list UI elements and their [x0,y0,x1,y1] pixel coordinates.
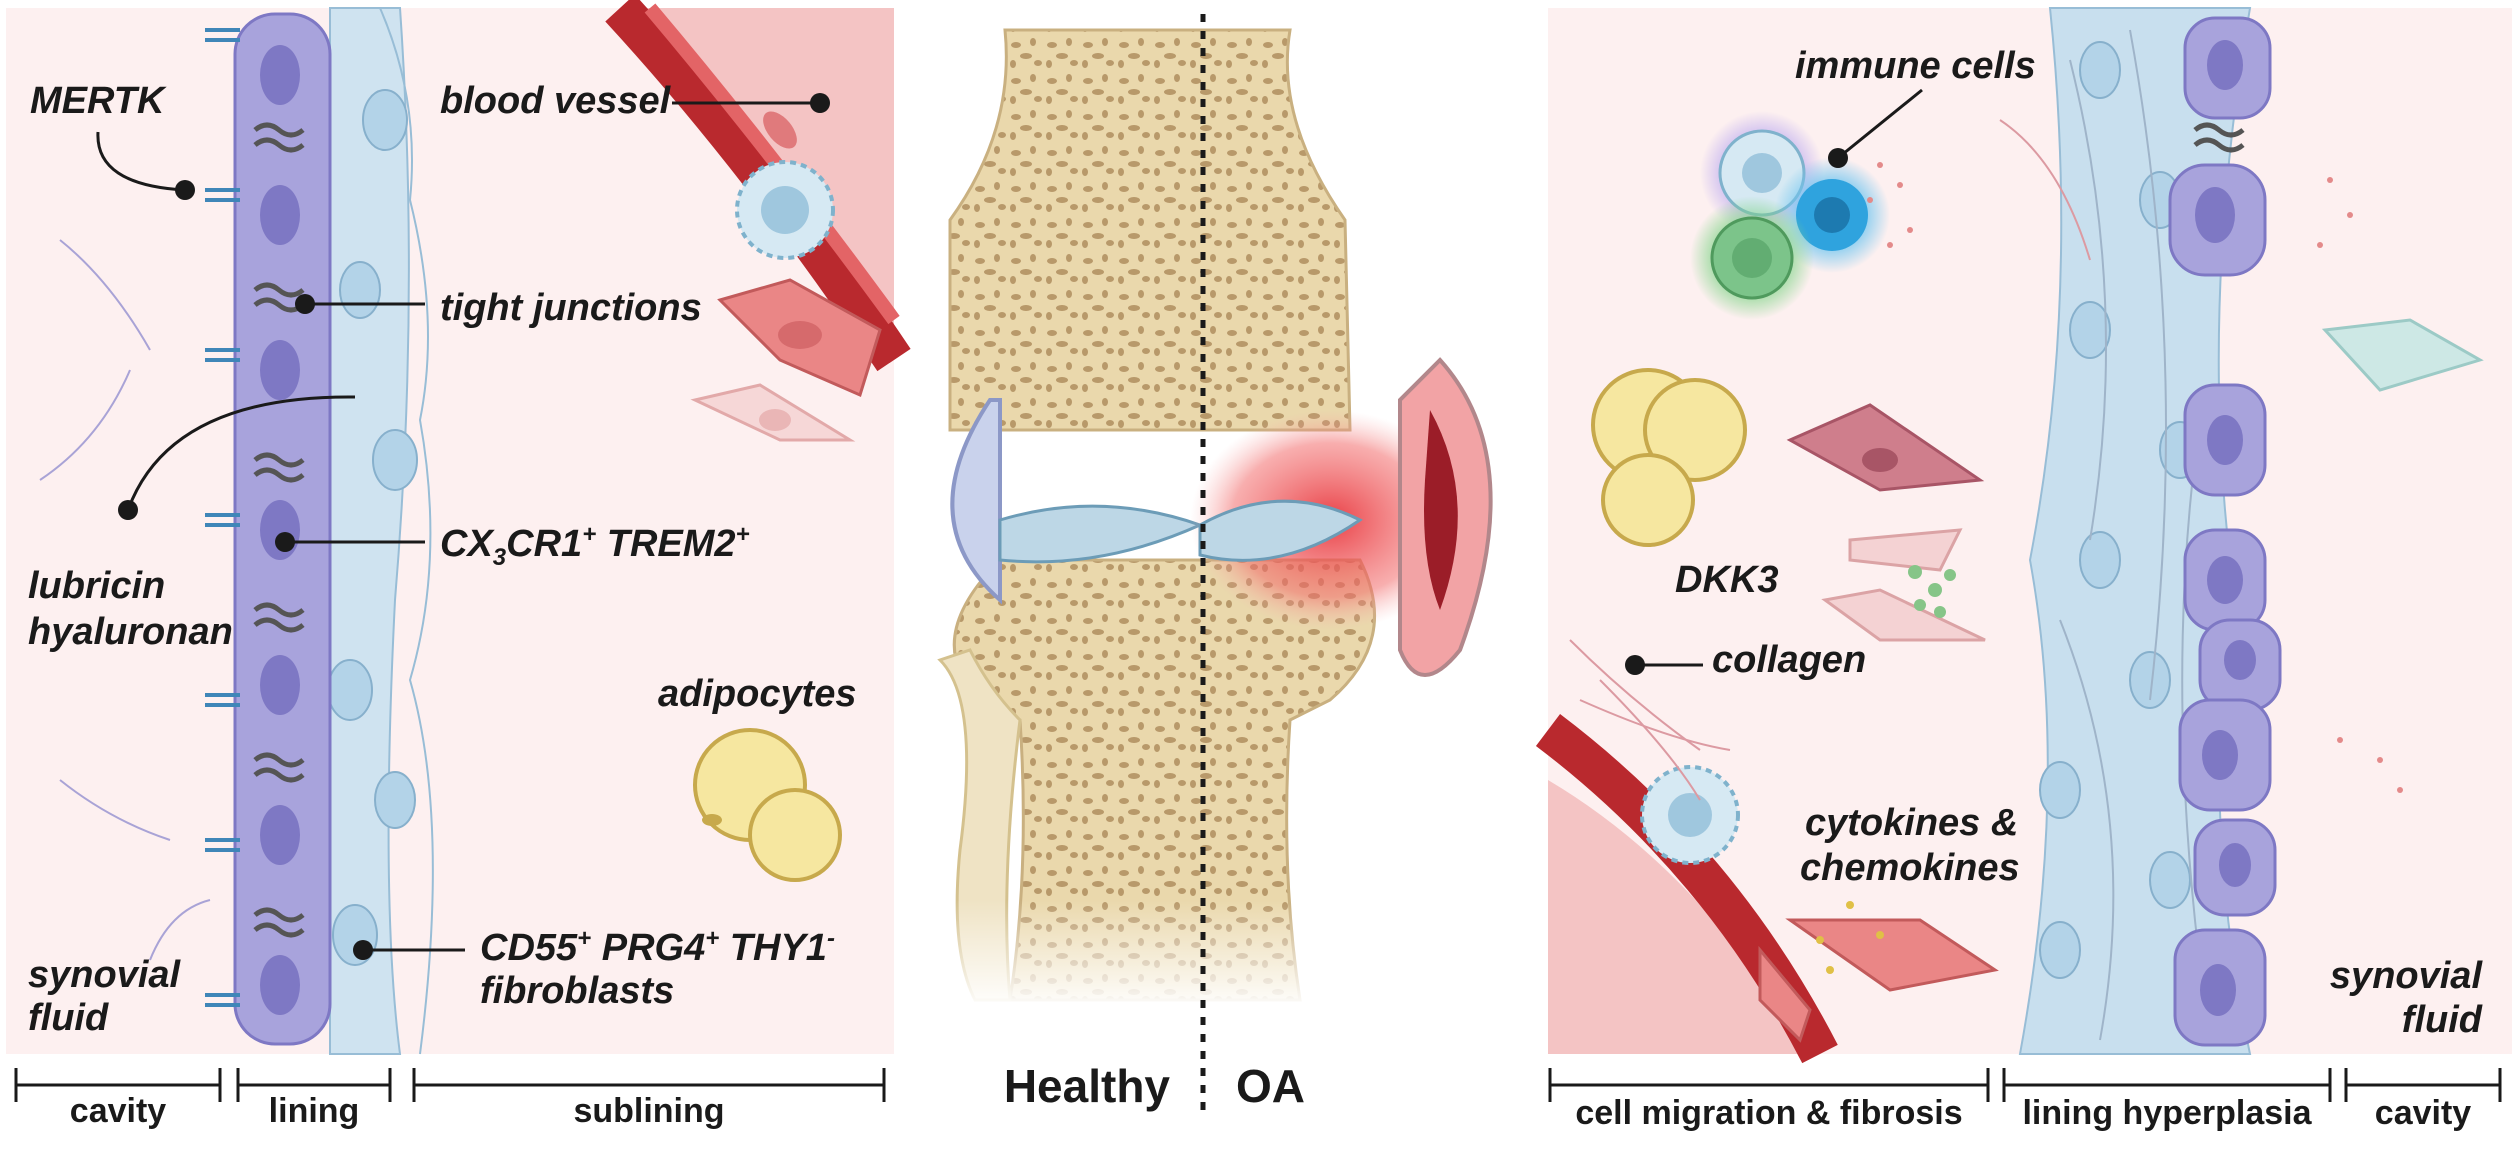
axis-label-lining-hyperplasia: lining hyperplasia [2022,1094,2312,1132]
label-synovial: synovial [28,954,182,996]
oa-cartilage [1198,499,1363,562]
label-adipocytes: adipocytes [658,673,857,715]
label-healthy: Healthy [1004,1060,1171,1112]
knee-joint-illustration: Healthy OA [930,14,1493,1112]
label-cx3cr1-trem2: CX3CR1+ TREM2+ [440,521,750,571]
oa-fibroblasts [1786,318,2484,642]
sublining-fibroblast [690,278,882,442]
axis-label-sublining: sublining [573,1092,724,1130]
leader-dot-tight-junctions [295,294,315,314]
leader-dot-collagen [1625,655,1645,675]
sublining-immune-cell [735,160,835,260]
leader-mertk [96,131,186,192]
oa-synovial-fluid [1424,410,1458,610]
label-tight-junctions: tight junctions [440,287,702,329]
migrating-fibroblasts [1758,918,1999,1043]
label-chemokines: chemokines [1800,847,2020,889]
healthy-cartilage [998,504,1205,564]
oa-synovium-panel: immune cells DKK3 collagen cytokines & c… [1535,7,2512,1064]
cytokine-particles [1816,162,2403,974]
label-fibroblasts: fibroblasts [480,970,674,1012]
leader-dot-mertk [175,180,195,200]
axis-label-cell-migration: cell migration & fibrosis [1575,1094,1962,1132]
label-mertk: MERTK [30,80,167,122]
label-cd55-prg4-thy1: CD55+ PRG4+ THY1- [480,925,835,969]
leader-dot-cx3cr1 [275,532,295,552]
label-blood-vessel: blood vessel [440,80,672,122]
healthy-synovium-panel: MERTK blood vessel tight junctions lubri… [6,0,911,1055]
leader-dot-immune-cells [1828,148,1848,168]
label-cytokines: cytokines & [1805,802,2018,844]
oa-macrophages [2168,16,2282,1047]
label-fluid: fluid [28,997,109,1039]
axis-label-cavity: cavity [70,1092,166,1130]
oa-adipocytes [1591,368,1747,547]
immune-cells-cluster [1690,111,1890,320]
label-oa: OA [1236,1060,1305,1112]
axis-label-lining: lining [269,1092,360,1130]
label-fluid-right: fluid [2402,999,2483,1041]
lubricin-fibers [39,239,211,961]
adipocyte-cluster [693,728,842,882]
label-hyaluronan: hyaluronan [28,611,233,653]
bone-fade [930,900,1390,1010]
leader-dot-cd55 [353,940,373,960]
left-region-axis: cavity lining sublining [14,1068,886,1130]
label-dkk3: DKK3 [1675,559,1778,601]
leader-lubricin [126,395,356,511]
collagen-fibers [1569,119,2091,801]
healthy-joint-capsule [950,398,1002,605]
right-region-axis: cell migration & fibrosis lining hyperpl… [1548,1068,2502,1132]
femur [948,28,1352,432]
macrophage-lining [205,12,332,1046]
leader-immune-cells [1837,88,1923,160]
label-collagen: collagen [1712,639,1866,681]
label-lubricin: lubricin [28,565,165,607]
label-synovial-right: synovial [2330,955,2484,997]
axis-label-cavity-right: cavity [2375,1094,2471,1132]
label-immune-cells: immune cells [1795,45,2036,87]
leader-dot-blood-vessel [810,93,830,113]
leader-dot-lubricin [118,500,138,520]
